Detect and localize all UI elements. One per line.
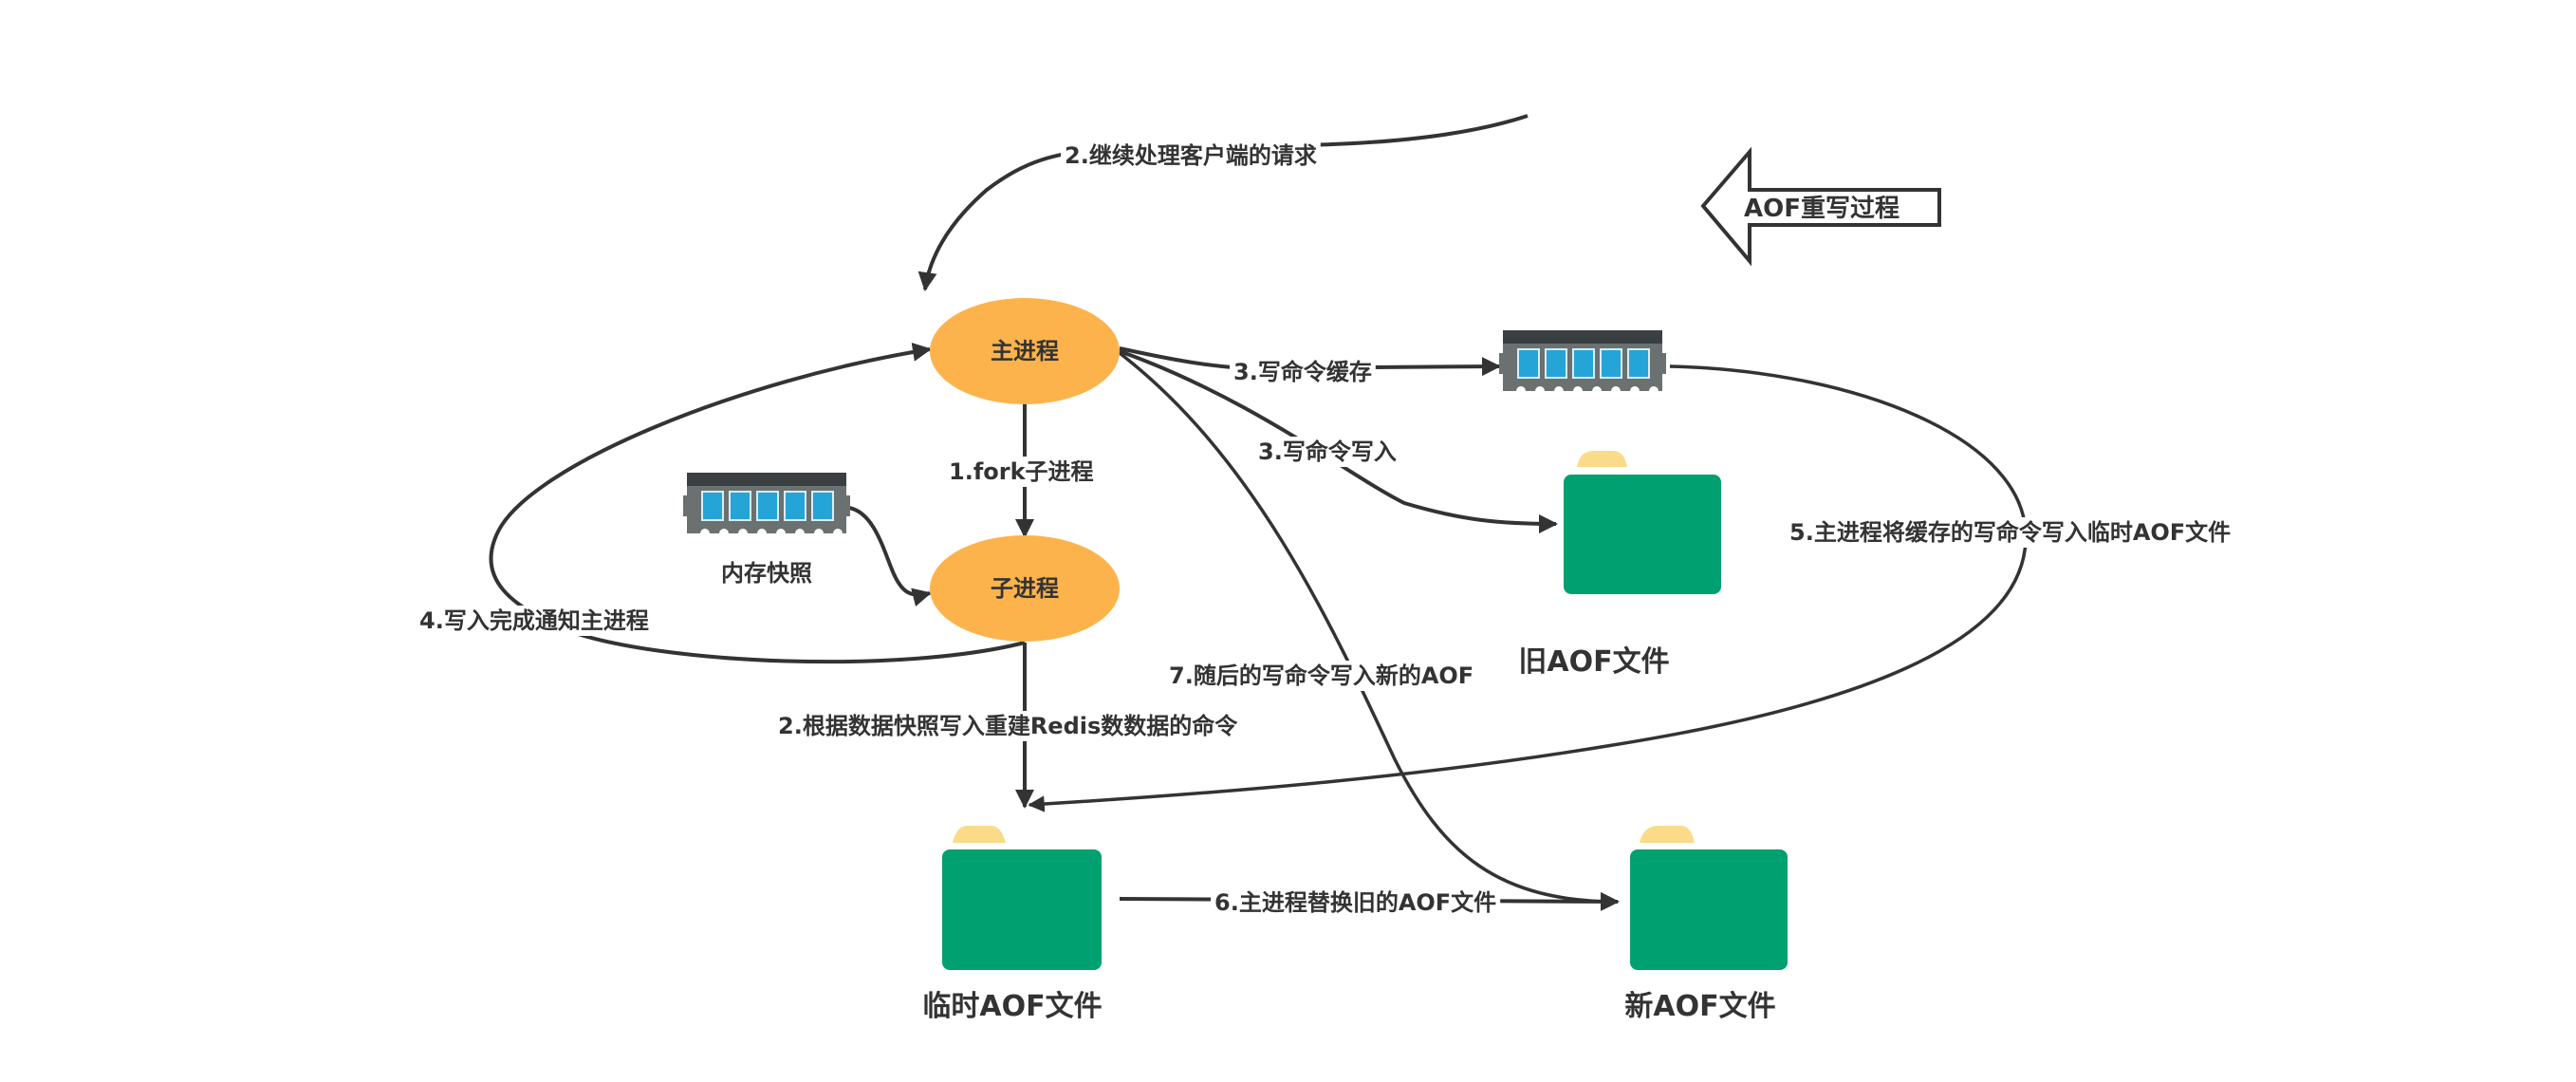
- edge-label-fork-child: 1.fork子进程: [945, 457, 1098, 487]
- folder-tab: [1577, 451, 1627, 467]
- edge-label-rebuild-cmds: 2.根据数据快照写入重建Redis数数据的命令: [774, 711, 1243, 741]
- title-arrow: AOF重写过程: [1700, 146, 1941, 267]
- node-new-aof[interactable]: 新AOF文件: [1624, 826, 1788, 1023]
- svg-text:3.写命令缓存: 3.写命令缓存: [1233, 359, 1372, 385]
- svg-text:3.写命令写入: 3.写命令写入: [1258, 438, 1397, 465]
- folder-tab: [953, 826, 1006, 843]
- left-arrow-shape: [1700, 146, 1941, 267]
- folder-tab: [1640, 826, 1695, 843]
- edge-label-continue-requests: 2.继续处理客户端的请求: [1061, 140, 1321, 171]
- node-old-aof[interactable]: 旧AOF文件: [1518, 451, 1721, 679]
- old-aof-label: 旧AOF文件: [1518, 645, 1669, 679]
- folder-icon: [942, 849, 1102, 970]
- svg-text:2.根据数据快照写入重建Redis数数据的命令: 2.根据数据快照写入重建Redis数数据的命令: [778, 713, 1238, 739]
- memory-snapshot-label: 内存快照: [721, 560, 812, 587]
- node-child-process[interactable]: 子进程: [930, 535, 1120, 642]
- edge-snapshot-to-child: [848, 506, 932, 607]
- svg-text:4.写入完成通知主进程: 4.写入完成通知主进程: [419, 607, 649, 634]
- child-process-label: 子进程: [991, 575, 1059, 602]
- svg-text:5.主进程将缓存的写命令写入临时AOF文件: 5.主进程将缓存的写命令写入临时AOF文件: [1789, 519, 2231, 546]
- edge-label-notify-main: 4.写入完成通知主进程: [416, 606, 653, 636]
- node-temp-aof[interactable]: 临时AOF文件: [922, 826, 1103, 1023]
- edge-subsequent-writes: [1118, 351, 1620, 910]
- edge-notify-main: [489, 342, 1026, 664]
- node-memory-snapshot[interactable]: 内存快照: [682, 472, 851, 587]
- folder-icon: [1564, 475, 1721, 594]
- folder-icon: [1630, 849, 1788, 970]
- title-arrow-label: AOF重写过程: [1744, 195, 1900, 223]
- svg-text:6.主进程替换旧的AOF文件: 6.主进程替换旧的AOF文件: [1214, 889, 1496, 916]
- edge-label-buffer-to-temp: 5.主进程将缓存的写命令写入临时AOF文件: [1786, 517, 2235, 548]
- svg-text:2.继续处理客户端的请求: 2.继续处理客户端的请求: [1065, 142, 1317, 169]
- new-aof-label: 新AOF文件: [1624, 990, 1775, 1023]
- edge-label-write-cmd-old: 3.写命令写入: [1254, 437, 1400, 467]
- node-main-process[interactable]: 主进程: [930, 298, 1120, 404]
- edge-label-replace-old: 6.主进程替换旧的AOF文件: [1211, 887, 1501, 918]
- temp-aof-label: 临时AOF文件: [922, 990, 1102, 1023]
- edge-label-subsequent-writes: 7.随后的写命令写入新的AOF: [1165, 661, 1478, 691]
- main-process-label: 主进程: [991, 338, 1059, 364]
- svg-text:1.fork子进程: 1.fork子进程: [949, 458, 1094, 485]
- edge-write-cmd-old: [1119, 349, 1558, 533]
- edge-label-write-cmd-buffer: 3.写命令缓存: [1230, 357, 1376, 387]
- node-memory-buffer[interactable]: [1498, 329, 1667, 392]
- ram-icon: [682, 472, 851, 534]
- edge-buffer-to-temp: [1028, 364, 2028, 812]
- svg-text:7.随后的写命令写入新的AOF: 7.随后的写命令写入新的AOF: [1169, 662, 1473, 689]
- ram-icon: [1498, 329, 1667, 392]
